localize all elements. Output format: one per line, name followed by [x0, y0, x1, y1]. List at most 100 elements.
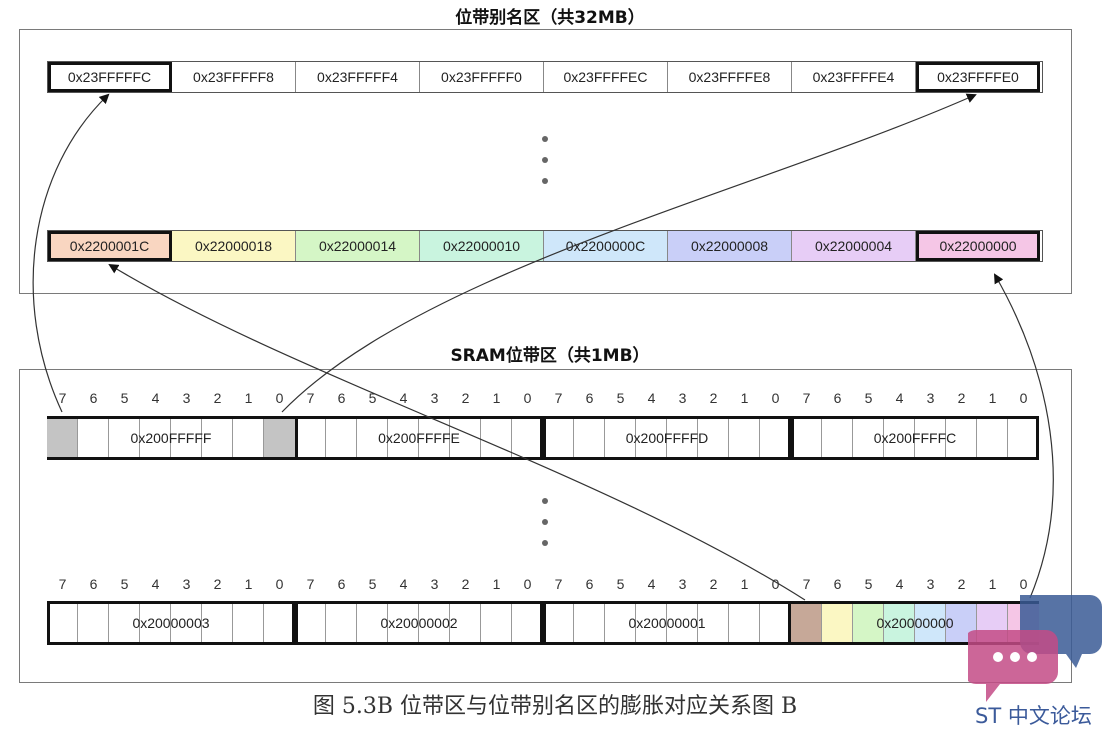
bit-number: 0	[275, 390, 284, 406]
bit-number: 6	[89, 576, 98, 592]
logo-text: ST 中文论坛	[975, 704, 1092, 728]
sram-byte-address: 0x20000002	[380, 615, 458, 631]
bit-number: 3	[926, 576, 935, 592]
alias-address-cell: 0x22000008	[668, 231, 792, 261]
bit-number: 6	[337, 390, 346, 406]
sram-byte-address: 0x200FFFFF	[130, 430, 212, 446]
alias-address-cell: 0x22000018	[172, 231, 296, 261]
sram-byte-address: 0x200FFFFC	[873, 430, 957, 446]
bit-number: 1	[244, 576, 253, 592]
alias-address-cell: 0x23FFFFFC	[48, 62, 172, 92]
bit-number: 0	[523, 390, 532, 406]
bit-number: 6	[89, 390, 98, 406]
bit-number: 2	[709, 390, 718, 406]
sram-bit	[419, 419, 450, 457]
bit-number: 7	[58, 390, 67, 406]
arrow-bit0-to-23FFFFE0	[281, 93, 977, 413]
bit-number: 5	[616, 576, 625, 592]
sram-bit	[667, 604, 698, 642]
sram-byte-address: 0x200FFFFE	[378, 430, 460, 446]
bit-number: 6	[585, 390, 594, 406]
sram-bit	[295, 604, 326, 642]
sram-bit	[481, 419, 512, 457]
sram-bit	[543, 419, 574, 457]
bit-number: 7	[554, 576, 563, 592]
bit-number: 3	[678, 576, 687, 592]
sram-bit	[264, 419, 295, 457]
bit-number: 4	[151, 576, 160, 592]
sram-bit	[667, 419, 698, 457]
bit-number: 7	[802, 390, 811, 406]
alias-region-title: 位带别名区（共32MB）	[455, 8, 645, 28]
bit-number: 3	[430, 576, 439, 592]
sram-bit	[605, 604, 636, 642]
sram-bit	[326, 419, 357, 457]
bit-number: 1	[740, 576, 749, 592]
bit-number: 2	[213, 390, 222, 406]
sram-byte: 0x20000003	[47, 601, 295, 645]
sram-bit	[171, 604, 202, 642]
bit-number: 5	[864, 390, 873, 406]
sram-byte-address: 0x20000000	[876, 615, 954, 631]
sram-bit	[636, 604, 667, 642]
sram-bit	[636, 419, 667, 457]
sram-bit	[140, 604, 171, 642]
alias-address-cell: 0x2200000C	[544, 231, 668, 261]
sram-bit	[977, 419, 1008, 457]
sram-bit	[233, 604, 264, 642]
alias-address-cell: 0x2200001C	[48, 231, 172, 261]
sram-bit	[574, 419, 605, 457]
bit-number: 1	[740, 390, 749, 406]
sram-bit	[47, 419, 78, 457]
bit-number: 3	[182, 390, 191, 406]
sram-bit	[946, 419, 977, 457]
sram-bit	[698, 604, 729, 642]
bit-number: 7	[58, 576, 67, 592]
bit-number: 0	[275, 576, 284, 592]
sram-bit	[605, 419, 636, 457]
alias-address-cell: 0x23FFFFE8	[668, 62, 792, 92]
st-forum-logo-icon	[968, 595, 1102, 702]
bit-number: 2	[709, 576, 718, 592]
sram-bit	[388, 419, 419, 457]
sram-top-bytes: 0x200FFFFF 0x200FFFFE 0x200FFFFD 0x200FFFFC	[47, 416, 1041, 460]
bit-number: 0	[771, 390, 780, 406]
sram-bit	[109, 419, 140, 457]
sram-byte-address: 0x200FFFFD	[625, 430, 709, 446]
bit-number: 4	[399, 390, 408, 406]
sram-bit	[357, 419, 388, 457]
alias-address-cell: 0x22000010	[420, 231, 544, 261]
bit-number: 0	[1019, 390, 1028, 406]
bit-number: 7	[306, 390, 315, 406]
sram-bit	[884, 604, 915, 642]
bit-number: 2	[461, 390, 470, 406]
sram-bit	[171, 419, 202, 457]
sram-bit	[915, 604, 946, 642]
sram-bit	[729, 604, 760, 642]
bit-number: 1	[244, 390, 253, 406]
sram-bit	[419, 604, 450, 642]
sram-bit	[853, 419, 884, 457]
bit-number: 6	[833, 576, 842, 592]
bit-number: 4	[399, 576, 408, 592]
bit-number: 5	[368, 390, 377, 406]
sram-bit	[357, 604, 388, 642]
sram-bit	[450, 419, 481, 457]
sram-byte: 0x20000002	[295, 601, 543, 645]
sram-bit	[946, 604, 977, 642]
arrow-bit0-to-22000000	[993, 273, 1054, 599]
bit-number: 1	[988, 390, 997, 406]
alias-address-cell: 0x23FFFFEC	[544, 62, 668, 92]
bit-number: 2	[461, 576, 470, 592]
bit-number: 5	[616, 390, 625, 406]
sram-bit	[822, 604, 853, 642]
sram-byte: 0x200FFFFD	[543, 416, 791, 460]
sram-byte: 0x200FFFFF	[47, 416, 295, 460]
sram-bit	[543, 604, 574, 642]
sram-bit	[295, 419, 326, 457]
